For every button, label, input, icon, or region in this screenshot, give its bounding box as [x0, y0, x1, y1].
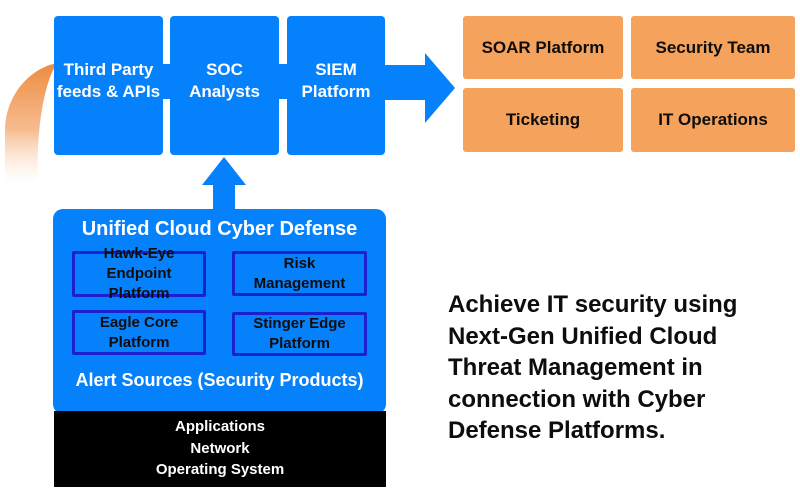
caption-line: connection with Cyber: [448, 385, 706, 413]
unified-cloud-cyber-defense-box: Unified Cloud Cyber Defense Hawk-Eye End…: [53, 209, 386, 414]
caption-line: Next-Gen Unified Cloud: [448, 322, 718, 350]
caption-text: Achieve IT security using Next-Gen Unifi…: [448, 289, 778, 447]
pipeline-connector-2: [277, 64, 289, 99]
right-arrow-icon: [385, 53, 455, 123]
module-hawk-eye-endpoint-platform: Hawk-Eye Endpoint Platform: [72, 245, 206, 302]
caption-line: Threat Management in: [448, 354, 703, 382]
unified-title: Unified Cloud Cyber Defense: [81, 218, 358, 240]
alert-sources-label: Alert Sources (Security Products): [75, 370, 364, 390]
dest-box-it-operations: IT Operations: [631, 88, 795, 152]
dest-box-soar-platform: SOAR Platform: [463, 16, 623, 79]
swoosh-arc-icon: [5, 63, 57, 183]
up-arrow-icon: [202, 157, 246, 212]
caption-line: Defense Platforms.: [448, 417, 666, 445]
pipeline-connector-1: [161, 64, 173, 99]
pipeline-box-siem-platform: SIEM Platform: [287, 16, 385, 155]
infra-line-network: Network: [190, 439, 250, 457]
infra-line-operating-system: Operating System: [155, 461, 285, 478]
infra-line-applications: Applications: [174, 418, 265, 435]
module-risk-management: Risk Management: [232, 251, 367, 296]
caption-line: Achieve IT security using: [448, 291, 738, 318]
pipeline-box-soc-analysts: SOC Analysts: [170, 16, 279, 155]
pipeline-box-third-party-feeds: Third Party feeds & APIs: [54, 16, 163, 155]
module-stinger-edge-platform: Stinger Edge Platform: [232, 312, 367, 356]
infrastructure-box: Applications Network Operating System: [54, 411, 386, 487]
dest-box-security-team: Security Team: [631, 16, 795, 79]
dest-box-ticketing: Ticketing: [463, 88, 623, 152]
module-eagle-core-platform: Eagle Core Platform: [72, 310, 206, 355]
